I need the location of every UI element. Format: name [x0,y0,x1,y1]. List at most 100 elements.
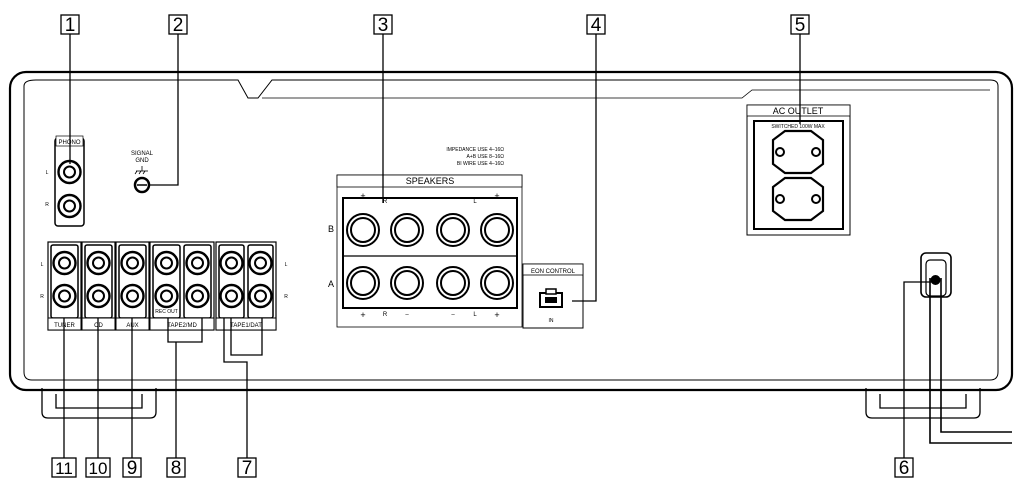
chassis [8,70,1014,392]
rca-jack[interactable] [185,250,210,276]
phono-l-label: L [46,170,49,176]
callout-3: 3 [373,14,393,36]
left-foot [41,388,157,419]
power-cord [920,252,1012,444]
tape1-dat-jacks[interactable]: TAPE1/DAT [215,241,277,331]
rca-jack[interactable] [185,283,210,309]
rca-jack[interactable] [219,250,244,276]
inputs-r-label: R [40,294,44,300]
speaker-mark: + [494,310,499,320]
speakers-label: SPEAKERS [406,176,455,186]
callout-number: 1 [65,15,76,36]
eon-control-label: EON CONTROL [531,269,576,275]
callout-number: 4 [591,15,602,36]
rca-jack[interactable] [120,250,145,276]
phono-input[interactable]: PHONO L R [45,135,85,227]
speaker-mark: – [405,312,409,318]
eon-control-jack[interactable] [539,288,563,308]
speaker-terminals[interactable]: SPEAKERS B A + R L + + R – – L + [328,174,523,328]
signal-gnd-line1: SIGNAL [131,151,154,157]
rca-jack[interactable] [86,283,111,309]
callout-11: 11 [51,457,77,478]
signal-gnd-line2: GND [135,158,149,164]
tape1-dat-label: TAPE1/DAT [230,323,262,329]
rca-jack[interactable] [120,283,145,309]
speakers-row-b: B [328,224,334,234]
callout-5: 5 [790,14,810,36]
callout-number: 5 [795,15,806,36]
eon-in-label: IN [549,318,554,324]
rca-jack[interactable] [219,283,244,309]
inputs-r-label-right: R [284,294,288,300]
impedance-line3: BI WIRE USE 4–16Ω [457,161,504,167]
callout-number: 8 [171,458,182,479]
speaker-mark: + [360,310,365,320]
rca-jack[interactable] [248,283,273,309]
ac-outlet[interactable]: AC OUTLET SWITCHED 100W MAX [746,104,851,236]
ac-outlet-label: AC OUTLET [773,106,824,116]
speaker-mark: L [473,312,477,318]
callout-number: 11 [55,459,73,478]
callout-9: 9 [122,457,142,479]
right-foot [865,388,981,419]
tape2-md-jacks[interactable]: TAPE2/MD REC OUT [149,241,215,331]
speaker-mark: L [473,199,477,205]
ground-symbol-icon [134,166,148,175]
ac-socket[interactable] [771,176,825,222]
callout-number: 6 [899,458,910,479]
rca-jack[interactable] [57,193,82,219]
callout-number: 2 [173,15,184,36]
callout-4: 4 [586,14,606,36]
rca-jack[interactable] [52,283,77,309]
callout-number: 9 [127,458,138,479]
speaker-mark: + [360,191,365,201]
speaker-binding-post[interactable] [346,266,380,300]
speaker-mark: R [383,199,388,205]
callout-2: 2 [168,14,188,36]
speaker-mark: – [451,312,455,318]
ac-outlet-sub: SWITCHED 100W MAX [771,124,825,130]
callout-7: 7 [237,457,257,479]
phono-r-label: R [45,202,49,208]
callout-6: 6 [894,457,914,479]
speaker-binding-post[interactable] [436,213,470,247]
tuner-input[interactable]: TUNER [47,241,82,331]
speaker-binding-post[interactable] [480,266,514,300]
rca-jack[interactable] [57,159,82,185]
speaker-binding-post[interactable] [390,266,424,300]
callout-number: 10 [89,459,108,478]
rca-jack[interactable] [52,250,77,276]
cd-input[interactable]: CD [81,241,116,331]
rca-jack[interactable] [86,250,111,276]
impedance-line1: IMPEDANCE USE 4–16Ω [446,147,504,153]
speakers-row-a: A [328,279,334,289]
callout-number: 3 [378,15,389,36]
aux-input[interactable]: AUX [115,241,150,331]
rca-jack[interactable] [248,250,273,276]
impedance-line2: A+B USE 8–16Ω [466,154,504,160]
input-jack-block: L R L R TUNER CD AUX [40,241,288,331]
callout-8: 8 [166,457,186,479]
tape2-md-label: TAPE2/MD [167,323,197,329]
speaker-binding-post[interactable] [390,213,424,247]
impedance-note: IMPEDANCE USE 4–16Ω A+B USE 8–16Ω BI WIR… [446,147,504,167]
inputs-l-label-right: L [285,262,288,268]
callout-leaders [63,34,932,458]
eon-control[interactable]: EON CONTROL IN [522,263,584,329]
ac-socket[interactable] [771,129,825,175]
speaker-binding-post[interactable] [346,213,380,247]
rca-jack[interactable] [154,283,179,309]
tape2-rec-out-label: REC OUT [155,309,178,315]
cd-label: CD [94,323,103,329]
speaker-mark: R [383,312,388,318]
rca-jack[interactable] [154,250,179,276]
speaker-binding-post[interactable] [480,213,514,247]
callout-number: 7 [242,458,253,479]
speaker-mark: + [494,191,499,201]
inputs-l-label: L [41,262,44,268]
tuner-label: TUNER [54,323,75,329]
callout-1: 1 [60,14,80,36]
signal-ground[interactable]: SIGNAL GND [131,151,154,194]
speaker-binding-post[interactable] [436,266,470,300]
